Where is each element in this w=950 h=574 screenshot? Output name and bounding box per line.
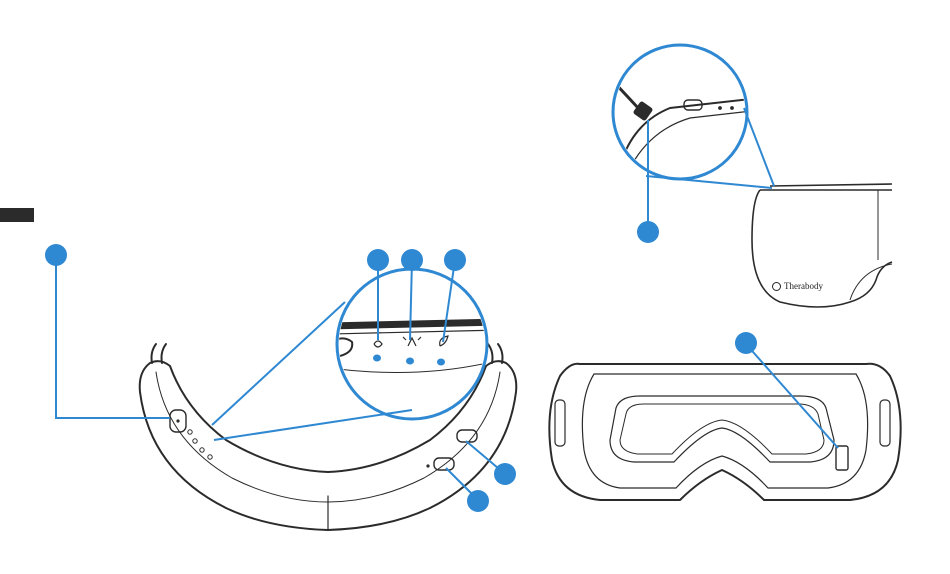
callout-3 [401,249,423,271]
callout-1 [45,244,67,266]
therabody-logo-icon [772,282,781,291]
callout-2 [367,249,389,271]
callout-6 [467,490,489,512]
callout-5 [494,463,516,485]
mask-inside-view [549,364,900,500]
usb-port-icon [836,446,848,470]
brand-label: Therabody [784,281,823,291]
callout-4 [444,249,466,271]
indicator-magnifier [330,269,500,419]
callout-8 [735,332,757,354]
usb-magnifier [612,45,760,179]
callout-7 [637,221,659,243]
